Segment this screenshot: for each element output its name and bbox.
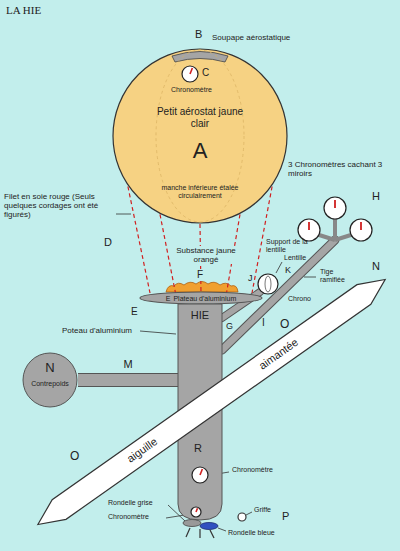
part-name: aimantée xyxy=(234,320,323,388)
callout-letter: O xyxy=(70,450,79,464)
connector xyxy=(78,380,178,381)
drawing-part xyxy=(360,222,362,230)
drawing-part xyxy=(210,530,214,538)
diagram-title: LA HIE xyxy=(6,4,41,17)
part-label: Chrono xyxy=(288,295,311,303)
part-name: Contrepoids xyxy=(22,380,78,388)
callout-letter: N xyxy=(372,260,380,273)
part-label: Rondelle grise xyxy=(108,499,153,507)
part-label: Chronomètre xyxy=(171,86,212,94)
drawing-part xyxy=(200,523,218,530)
washer xyxy=(183,520,218,530)
part-label: Tige ramifiée xyxy=(320,268,356,284)
drawing-part xyxy=(140,331,176,334)
chronometer-symbol xyxy=(192,467,208,483)
valve-cap xyxy=(172,52,228,63)
counterweight-node: N Contrepoids xyxy=(22,352,78,408)
chronometer-symbol xyxy=(182,66,198,82)
plate-label: Plateau d'aluminium xyxy=(173,295,236,302)
part-label: Griffe xyxy=(254,506,271,514)
drawing-part xyxy=(304,277,316,278)
callout-letter: C xyxy=(202,67,209,79)
plate-shape xyxy=(140,292,262,304)
callout-letter: K xyxy=(285,265,291,275)
chronometer-symbol xyxy=(191,507,201,517)
drawing-part xyxy=(333,219,337,240)
part-label: Chronomètre xyxy=(232,466,273,474)
part-label: Support de la lentille xyxy=(266,238,310,254)
plate-node: EPlateau d'aluminium xyxy=(140,292,262,304)
arm-outline xyxy=(78,373,178,387)
callout-letter: J xyxy=(248,273,253,283)
drawing-part xyxy=(238,513,246,521)
drawing-part xyxy=(246,512,252,515)
part-label: Rondelle bleue xyxy=(228,529,275,537)
drawing-part xyxy=(218,528,226,531)
needle-shape xyxy=(31,270,392,535)
part-letter: A xyxy=(182,138,218,163)
callout-letter: H xyxy=(372,190,380,203)
callout-letter: F xyxy=(196,269,204,281)
part-label: Substance jaune orangé xyxy=(174,246,238,264)
note-label: Filet en soie rouge (Seuls quelques cord… xyxy=(4,192,116,220)
part-letter: N xyxy=(22,361,78,376)
lens xyxy=(258,274,278,294)
clock-hand xyxy=(200,469,202,475)
counterweight-shape xyxy=(23,353,77,407)
connector-label: M xyxy=(123,358,132,371)
drawing-part xyxy=(276,262,282,273)
drawing-part xyxy=(199,529,200,538)
callout-letter: B xyxy=(195,28,202,41)
note-label: manche inférieure étalée circulairement xyxy=(152,184,248,200)
callout-letter: D xyxy=(104,236,112,249)
callout-letter: R xyxy=(194,442,202,455)
drawing-part xyxy=(183,520,201,527)
callout-letter: G xyxy=(226,321,233,331)
drawing-part xyxy=(258,274,278,294)
callout-letter: I xyxy=(262,317,265,329)
part-name: HIE xyxy=(178,309,222,322)
text-row: EPlateau d'aluminium xyxy=(140,292,262,304)
note-label: 3 Chronomètres cachant 3 miroirs xyxy=(288,160,392,178)
drawing-part xyxy=(116,214,131,215)
part-name: aiguille xyxy=(98,416,187,484)
part-label: Chronomètre xyxy=(108,513,149,521)
drawing-part xyxy=(350,219,372,241)
part-label: Lentille xyxy=(284,254,306,262)
drawing-part xyxy=(298,219,320,241)
callout-letter: O xyxy=(280,318,289,332)
part-label: Poteau d'aluminium xyxy=(62,326,132,335)
clock-hand xyxy=(190,68,192,74)
drawing-part xyxy=(334,200,336,208)
callout-letter: E xyxy=(131,306,138,318)
part-name: Petit aérostat jaune clair xyxy=(150,106,250,129)
part-label: Soupape aérostatique xyxy=(212,33,290,42)
drawing-part xyxy=(265,276,271,292)
drawing-part xyxy=(324,197,346,219)
clock-hand xyxy=(196,508,198,512)
plate-label: E xyxy=(166,295,171,302)
chronometer-symbol xyxy=(298,197,372,241)
balloon-shape xyxy=(113,49,287,223)
leader-line xyxy=(116,214,316,531)
callout-letter: P xyxy=(282,510,289,523)
connector-line xyxy=(78,374,178,386)
drawing-part xyxy=(186,528,190,537)
drawing-part xyxy=(308,222,310,230)
